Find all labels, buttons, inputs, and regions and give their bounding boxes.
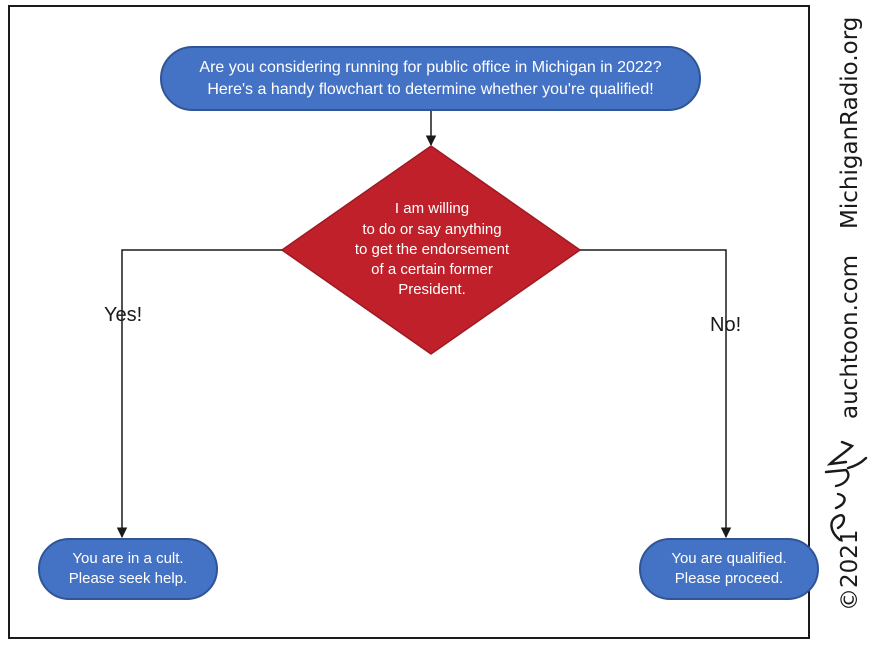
decision-text: I am willing to do or say anything to ge…: [300, 190, 564, 310]
start-line-2: Here's a handy flowchart to determine wh…: [207, 80, 654, 98]
start-node: Are you considering running for public o…: [160, 46, 701, 111]
outcome-qualified-line-1: You are qualified.: [671, 550, 787, 568]
artist-signature: [824, 440, 868, 542]
outcome-cult-line-1: You are in a cult.: [72, 550, 184, 568]
outcome-qualified-line-2: Please proceed.: [674, 570, 784, 587]
decision-line-4: of a certain former: [371, 261, 493, 279]
copyright-year: ©2021: [837, 529, 863, 611]
auchtoon-credit: auchtoon.com: [837, 254, 863, 419]
panel-frame: [8, 5, 810, 639]
outcome-qualified-node: You are qualified. Please proceed.: [639, 538, 819, 600]
yes-label: Yes!: [104, 304, 143, 326]
arrow-no-branch: [580, 249, 732, 539]
decision-line-3: to get the endorsement: [354, 240, 510, 258]
arrow-yes-branch: [116, 249, 282, 539]
outcome-cult-node: You are in a cult. Please seek help.: [38, 538, 218, 600]
decision-diamond: [280, 145, 582, 355]
michiganradio-credit: MichiganRadio.org: [837, 16, 863, 229]
decision-line-2: to do or say anything: [362, 220, 502, 238]
decision-line-1: I am willing: [394, 200, 470, 218]
decision-line-5: President.: [398, 281, 466, 299]
no-label: No!: [710, 314, 742, 336]
start-line-1: Are you considering running for public o…: [199, 59, 662, 77]
outcome-cult-line-2: Please seek help.: [68, 570, 188, 587]
